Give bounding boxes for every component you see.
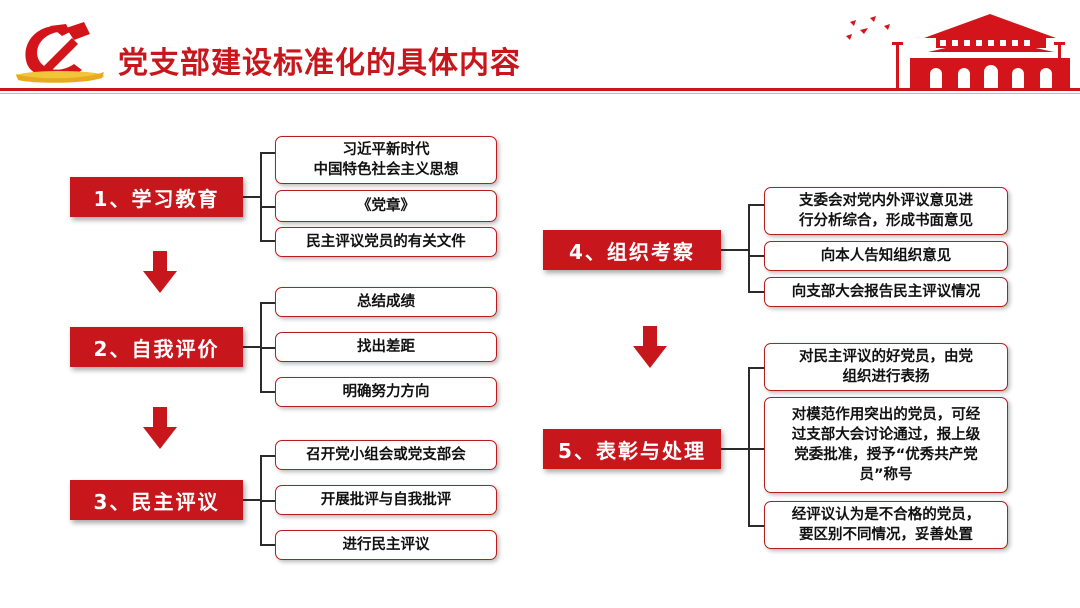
- connector: [260, 391, 275, 393]
- hammer-sickle-emblem-icon: [16, 22, 104, 83]
- connector: [748, 291, 764, 293]
- header-divider-thin: [0, 93, 1080, 94]
- connector: [260, 500, 275, 502]
- connector: [748, 367, 750, 527]
- connector: [748, 525, 764, 527]
- connector: [260, 455, 275, 457]
- stage-2-item-3: 明确努力方向: [275, 377, 497, 407]
- connector: [748, 204, 764, 206]
- connector: [748, 448, 764, 450]
- stage-2-label: 2、自我评价: [70, 327, 243, 367]
- connector: [260, 152, 262, 240]
- stage-2-item-1: 总结成绩: [275, 287, 497, 317]
- connector: [721, 249, 748, 251]
- connector: [260, 544, 275, 546]
- connector: [260, 347, 275, 349]
- page-title: 党支部建设标准化的具体内容: [118, 46, 521, 81]
- stage-3-item-3: 进行民主评议: [275, 530, 497, 560]
- stage-5-item-1: 对民主评议的好党员，由党 组织进行表扬: [764, 343, 1008, 391]
- connector: [260, 206, 275, 208]
- header-divider: [0, 88, 1080, 91]
- stage-4-label: 4、组织考察: [543, 230, 721, 270]
- connector: [748, 367, 764, 369]
- connector: [260, 302, 275, 304]
- connector: [748, 204, 750, 292]
- connector: [260, 152, 275, 154]
- connector: [243, 196, 260, 198]
- stage-1-item-3: 民主评议党员的有关文件: [275, 227, 497, 257]
- connector: [748, 255, 764, 257]
- stage-1-label: 1、学习教育: [70, 177, 243, 217]
- stage-4-item-1: 支委会对党内外评议意见进 行分析综合，形成书面意见: [764, 187, 1008, 235]
- stage-5-item-2: 对模范作用突出的党员，可经 过支部大会讨论通过，报上级 党委批准，授予“优秀共产…: [764, 397, 1008, 493]
- tiananmen-gate-illustration-icon: [846, 14, 1070, 88]
- stage-4-item-2: 向本人告知组织意见: [764, 241, 1008, 271]
- stage-2-item-2: 找出差距: [275, 332, 497, 362]
- connector: [243, 499, 260, 501]
- down-arrow-icon: [143, 251, 177, 293]
- stage-3-item-2: 开展批评与自我批评: [275, 485, 497, 515]
- connector: [243, 346, 260, 348]
- stage-5-label: 5、表彰与处理: [543, 429, 721, 469]
- stage-3-label: 3、民主评议: [70, 480, 243, 520]
- stage-1-item-2: 《党章》: [275, 190, 497, 222]
- connector: [260, 240, 275, 242]
- down-arrow-icon: [633, 326, 667, 368]
- stage-1-item-1: 习近平新时代 中国特色社会主义思想: [275, 136, 497, 184]
- down-arrow-icon: [143, 407, 177, 449]
- stage-5-item-3: 经评议认为是不合格的党员， 要区别不同情况，妥善处置: [764, 501, 1008, 549]
- connector: [721, 448, 748, 450]
- stage-4-item-3: 向支部大会报告民主评议情况: [764, 277, 1008, 307]
- stage-3-item-1: 召开党小组会或党支部会: [275, 440, 497, 470]
